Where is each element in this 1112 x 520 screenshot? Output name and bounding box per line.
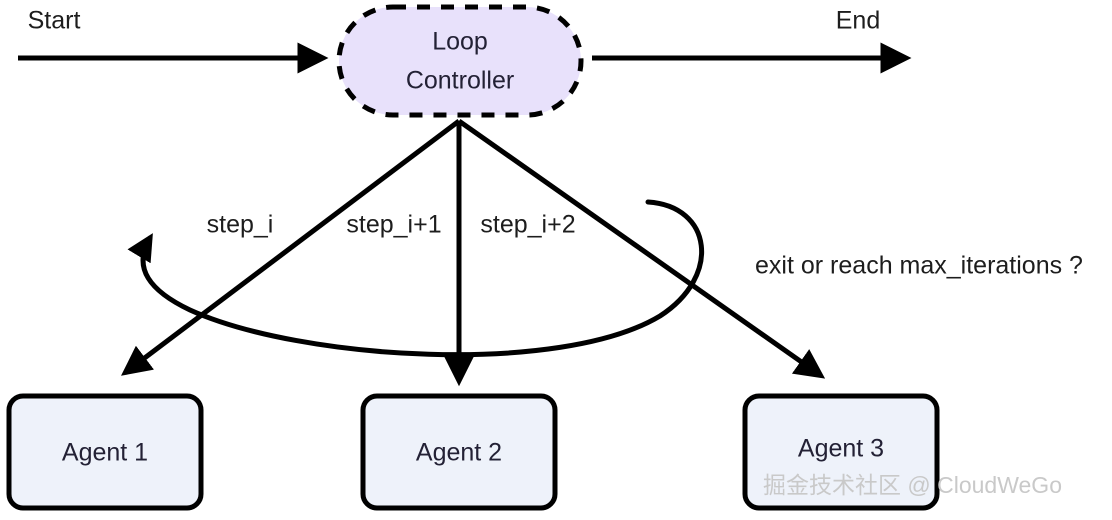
agent-1-node[interactable]	[6, 393, 204, 511]
edge-controller-to-agent-3	[457, 118, 826, 379]
loop-controller-label-line1: Loop	[432, 28, 488, 56]
agent-2-node[interactable]	[360, 393, 558, 511]
watermark-label: 掘金技术社区 @ CloudWeGo	[763, 472, 1062, 498]
agent-1-label: Agent 1	[62, 439, 148, 467]
feedback-condition-label: exit or reach max_iterations ?	[755, 252, 1083, 280]
agent-3-label: Agent 3	[798, 435, 884, 463]
branch-label-step-i: step_i	[207, 211, 274, 239]
agent-2-label: Agent 2	[416, 439, 502, 467]
loop-controller-node[interactable]	[336, 4, 584, 118]
edge-controller-to-agent-1	[121, 119, 461, 376]
end-label: End	[836, 7, 880, 35]
branch-label-step-i-plus-2: step_i+2	[480, 211, 575, 239]
edge-feedback-loop	[127, 199, 705, 358]
loop-controller-label-line2: Controller	[406, 67, 514, 95]
branch-label-step-i-plus-1: step_i+1	[346, 211, 441, 239]
start-label: Start	[28, 7, 81, 35]
agent-3-node[interactable]	[742, 393, 940, 511]
